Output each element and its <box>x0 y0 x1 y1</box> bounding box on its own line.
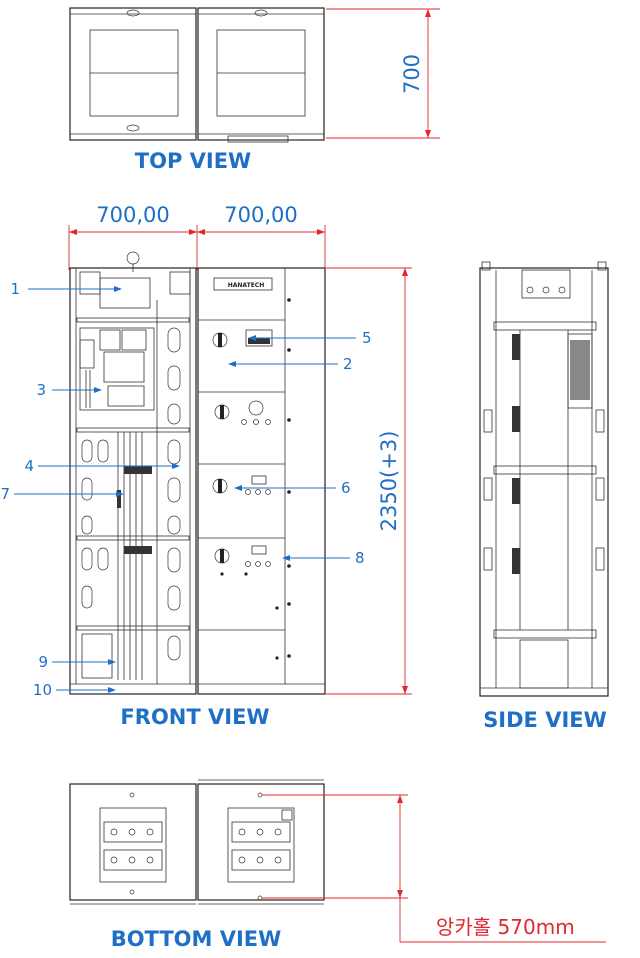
top-view-title: TOP VIEW <box>135 149 251 173</box>
callout-10: 10 <box>33 681 52 699</box>
anchor-hole-label: 앙카홀 570mm <box>436 915 575 939</box>
front-height-dimension <box>326 267 412 695</box>
callout-9: 9 <box>38 653 48 671</box>
top-view-drawing <box>69 7 325 143</box>
callout-6: 6 <box>341 479 351 497</box>
front-width-dimensions <box>68 225 326 270</box>
callout-7: 7 <box>0 485 10 503</box>
callout-1: 1 <box>10 280 20 298</box>
bottom-view-drawing <box>69 779 325 905</box>
front-width-right-label: 700,00 <box>224 203 297 227</box>
anchor-hole-dimension <box>262 794 606 943</box>
side-view-title: SIDE VIEW <box>483 708 607 732</box>
top-depth-label: 700 <box>400 54 424 94</box>
front-view-title: FRONT VIEW <box>120 705 269 729</box>
callout-4: 4 <box>24 457 34 475</box>
side-view-drawing <box>479 261 609 697</box>
top-depth-dimension <box>326 8 440 139</box>
front-height-label: 2350(+3) <box>377 431 401 532</box>
brand-plate: HANATECH <box>228 282 264 289</box>
callout-leaders <box>14 286 356 693</box>
front-view-right-cabinet: HANATECH <box>197 267 326 695</box>
callout-5: 5 <box>362 329 372 347</box>
callout-3: 3 <box>36 381 46 399</box>
callout-8: 8 <box>355 549 365 567</box>
callout-2: 2 <box>343 355 353 373</box>
front-view-left-section <box>69 251 197 695</box>
bottom-view-title: BOTTOM VIEW <box>111 927 282 951</box>
front-width-left-label: 700,00 <box>96 203 169 227</box>
